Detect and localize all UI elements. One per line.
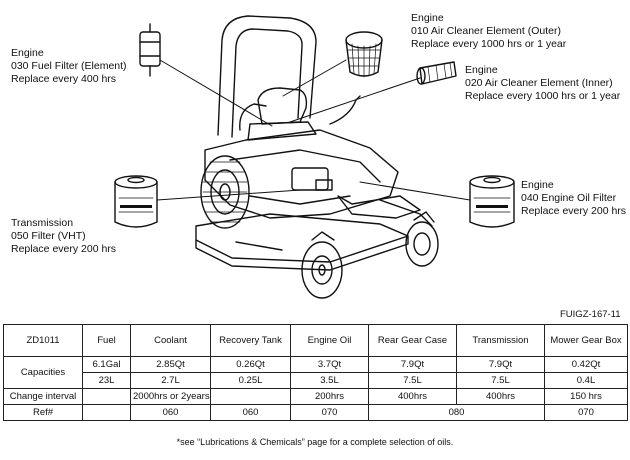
table-cell: 070 [290,404,369,421]
air-cleaner-inner-icon [416,61,457,85]
callout-fuel-filter-line2: 030 Fuel Filter (Element) [11,60,127,72]
table-cell: 2.85Qt [130,356,211,373]
table-cell: 150 hrs [544,388,628,405]
table-cell: 7.9Qt [368,356,457,373]
table-cell: 400hrs [456,388,545,405]
table-cell: 3.5L [290,372,369,389]
table-cell: 7.5L [456,372,545,389]
table-cell: 7.9Qt [456,356,545,373]
callout-air-inner-line3: Replace every 1000 hrs or 1 year [465,90,621,102]
header-cell: Engine Oil [290,324,369,357]
rear-tire-left [200,155,250,229]
footnote: *see “Lubrications & Chemicals” page for… [176,437,454,447]
row-label: Ref# [3,404,83,421]
table-row: Capacities 6.1Gal 2.85Qt 0.26Qt 3.7Qt 7.… [3,356,628,389]
transmission-filter-band [120,205,152,208]
front-frame [379,199,433,227]
callout-transmission-line2: 050 Filter (VHT) [11,230,86,242]
figure-code: FUIGZ-167-11 [560,309,621,320]
table-cell: 0.42Qt [544,356,628,373]
table-header-row: ZD1011 Fuel Coolant Recovery Tank Engine… [3,324,628,357]
front-tire-left [301,231,343,299]
table-cell: 23L [82,372,131,389]
callout-transmission: Transmission 050 Filter (VHT) Replace ev… [11,217,116,256]
callout-air-inner: Engine 020 Air Cleaner Element (Inner) R… [465,64,620,103]
oil-filter-band [476,205,508,208]
table-cell: 7.5L [368,372,457,389]
callout-air-inner-line2: 020 Air Cleaner Element (Inner) [465,77,613,89]
callout-oil-filter: Engine 040 Engine Oil Filter Replace eve… [521,179,626,218]
row-label: Capacities [3,356,83,389]
oil-filter-icon [469,175,515,228]
table-cell [82,388,131,405]
table-cell [82,404,131,421]
callout-air-inner-line1: Engine [465,64,498,76]
callout-air-outer-line1: Engine [411,12,444,24]
mower-diagram [114,15,515,299]
table-cell [210,388,291,405]
mower-deck [195,213,409,271]
model-cell: ZD1011 [3,324,83,357]
table-cell: 060 [210,404,291,421]
header-cell: Mower Gear Box [544,324,628,357]
spec-table: ZD1011 Fuel Coolant Recovery Tank Engine… [3,324,628,421]
table-row: 23L 2.7L 0.25L 3.5L 7.5L 7.5L 0.4L [4,372,628,389]
air-cleaner-outer-icon [345,31,383,78]
callout-fuel-filter-line1: Engine [11,47,44,59]
table-row: Ref# 060 060 070 080 070 [3,404,628,421]
callout-oil-filter-line1: Engine [521,179,554,191]
table-cell: 2.7L [130,372,211,389]
callout-air-outer: Engine 010 Air Cleaner Element (Outer) R… [411,12,566,51]
table-cell: 3.7Qt [290,356,369,373]
table-cell: 060 [130,404,211,421]
table-row: Change interval 2000hrs or 2years 200hrs… [3,388,628,405]
header-cell: Transmission [456,324,545,357]
fuel-filter-icon [139,23,161,77]
callout-oil-filter-line2: 040 Engine Oil Filter [521,192,617,204]
seat [247,87,317,141]
table-cell: 080 [368,404,545,421]
table-cell: 2000hrs or 2years [130,388,211,405]
table-cell: 200hrs [290,388,369,405]
callout-air-outer-line2: 010 Air Cleaner Element (Outer) [411,25,561,37]
transmission-filter-icon [114,175,158,228]
table-cell: 0.25L [210,372,291,389]
header-cell: Recovery Tank [210,324,291,357]
table-cell: 0.26Qt [210,356,291,373]
row-label: Change interval [3,388,83,405]
callout-oil-filter-line3: Replace every 200 hrs [521,205,627,217]
header-cell: Fuel [82,324,131,357]
front-tire-right [405,211,439,267]
callout-fuel-filter-line3: Replace every 400 hrs [11,73,117,85]
leader-lines [156,59,471,201]
callout-fuel-filter: Engine 030 Fuel Filter (Element) Replace… [11,47,127,86]
table-cell: 400hrs [368,388,457,405]
header-cell: Rear Gear Case [368,324,457,357]
callout-transmission-line3: Replace every 200 hrs [11,243,117,255]
table-cell: 6.1Gal [82,356,131,373]
chassis [204,129,421,219]
table-cell: 070 [544,404,628,421]
callout-transmission-line1: Transmission [11,217,74,229]
callout-air-outer-line3: Replace every 1000 hrs or 1 year [411,38,567,50]
lever-left [239,103,267,131]
table-cell: 0.4L [544,372,628,389]
header-cell: Coolant [130,324,211,357]
rops-bar [217,15,317,138]
